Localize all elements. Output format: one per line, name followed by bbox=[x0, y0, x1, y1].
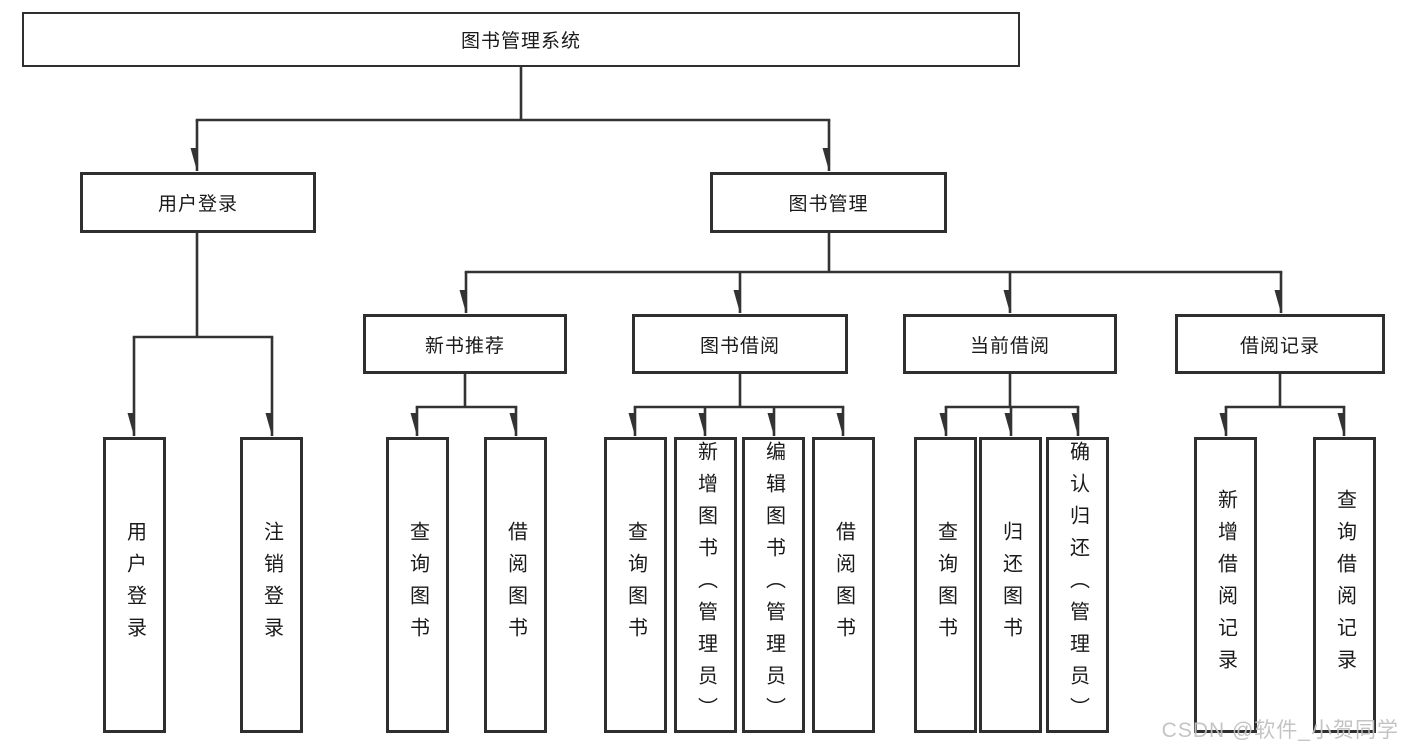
csdn-watermark: CSDN @软件_小贺同学 bbox=[1161, 719, 1399, 742]
node-library-management-system: 图书管理系统 bbox=[22, 12, 1020, 67]
leaf-logout: 注销登录 bbox=[240, 437, 303, 733]
node-borrowing-records: 借阅记录 bbox=[1175, 314, 1385, 374]
leaf-add-borrowing-record: 新增借阅记录 bbox=[1194, 437, 1257, 733]
leaf-confirm-return-admin: 确认归还（管理员） bbox=[1046, 437, 1109, 733]
leaf-query-books-2: 查询图书 bbox=[604, 437, 667, 733]
leaf-borrow-books-1: 借阅图书 bbox=[484, 437, 547, 733]
node-book-management: 图书管理 bbox=[710, 172, 947, 233]
leaf-query-borrowing-record: 查询借阅记录 bbox=[1313, 437, 1376, 733]
node-user-login: 用户登录 bbox=[80, 172, 316, 233]
leaf-add-book-admin: 新增图书（管理员） bbox=[674, 437, 737, 733]
leaf-borrow-books-2: 借阅图书 bbox=[812, 437, 875, 733]
leaf-user-login: 用户登录 bbox=[103, 437, 166, 733]
leaf-edit-book-admin: 编辑图书（管理员） bbox=[742, 437, 805, 733]
node-current-borrowing: 当前借阅 bbox=[903, 314, 1117, 374]
leaf-query-books-1: 查询图书 bbox=[386, 437, 449, 733]
leaf-return-books: 归还图书 bbox=[979, 437, 1042, 733]
node-new-book-recommendation: 新书推荐 bbox=[363, 314, 567, 374]
node-book-borrowing: 图书借阅 bbox=[632, 314, 848, 374]
leaf-query-books-3: 查询图书 bbox=[914, 437, 977, 733]
